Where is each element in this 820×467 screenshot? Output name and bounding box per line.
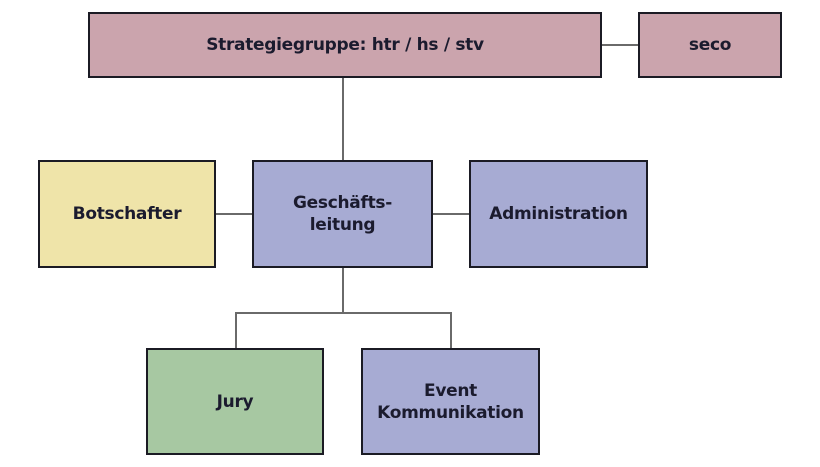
strategy-group-label: Strategiegruppe: htr / hs / stv <box>206 35 484 55</box>
connector-ambassador-management <box>216 213 252 215</box>
administration-label: Administration <box>489 204 628 224</box>
ambassador-box: Botschafter <box>38 160 216 268</box>
management-box: Geschäfts- leitung <box>252 160 433 268</box>
management-label-line1: Geschäfts- <box>293 193 392 213</box>
connector-strategy-management <box>342 78 344 160</box>
connector-to-event <box>450 312 452 348</box>
connector-to-jury <box>235 312 237 348</box>
event-label-line2: Kommunikation <box>377 402 524 423</box>
event-label-line1: Event <box>424 380 477 401</box>
strategy-group-box: Strategiegruppe: htr / hs / stv <box>88 12 602 78</box>
seco-label: seco <box>688 35 732 55</box>
management-label-line2: leitung <box>309 215 376 235</box>
connector-management-administration <box>433 213 469 215</box>
ambassador-label: Botschafter <box>72 204 182 224</box>
connector-management-down <box>342 268 344 313</box>
jury-box: Jury <box>146 348 324 455</box>
connector-strategy-seco <box>602 44 638 46</box>
jury-label: Jury <box>216 391 254 412</box>
seco-box: seco <box>638 12 782 78</box>
connector-branch <box>235 312 451 314</box>
administration-box: Administration <box>469 160 648 268</box>
event-communication-box: Event Kommunikation <box>361 348 540 455</box>
